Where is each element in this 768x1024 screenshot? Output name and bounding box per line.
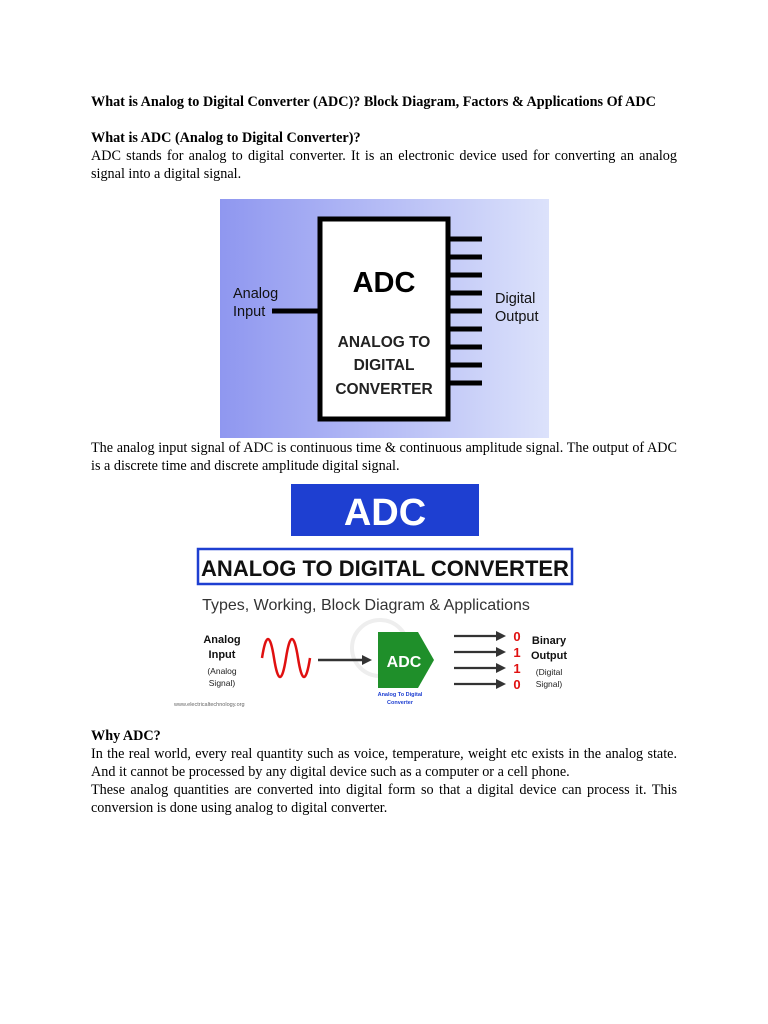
adc-banner-figure: ADC ANALOG TO DIGITAL CONVERTER Types, W… (172, 480, 592, 712)
adc-block-caption-line2: Converter (387, 700, 414, 706)
block-subtitle-line1: ANALOG TO (338, 334, 431, 351)
section-paragraph: ADC stands for analog to digital convert… (91, 148, 677, 182)
section-paragraph-why-1: In the real world, every real quantity s… (91, 746, 677, 780)
input-label-line1: Analog (233, 286, 278, 302)
output-arrows (454, 634, 498, 686)
output-note-line1: (Digital (536, 667, 563, 677)
banner-title: ADC (344, 492, 426, 534)
document-body: What is Analog to Digital Converter (ADC… (91, 93, 677, 183)
output-arrow-heads (496, 631, 506, 689)
output-label-line1: Digital (495, 291, 535, 307)
adc-block (317, 216, 451, 422)
section-heading-what-is-adc: What is ADC (Analog to Digital Converter… (91, 130, 361, 146)
output-bit-1: 0 (513, 629, 520, 644)
input-note-line2: Signal) (209, 678, 236, 688)
input-label-line2: Input (209, 649, 236, 661)
section-why-adc: Why ADC? In the real world, every real q… (91, 727, 677, 817)
banner-subtitle-box (196, 547, 574, 586)
analog-wave-icon (260, 637, 312, 679)
adc-block-label: ADC (387, 654, 422, 671)
adc-block-caption-line1: Analog To Digital (378, 692, 423, 698)
adc-green-block (378, 632, 434, 688)
section-paragraph-continuous: The analog input signal of ADC is contin… (91, 440, 677, 474)
input-label-line2: Input (233, 304, 265, 320)
output-label-line2: Output (495, 309, 539, 325)
output-label-line2: Output (531, 650, 567, 662)
output-bit-3: 1 (513, 661, 520, 676)
output-pins (448, 236, 482, 386)
section-paragraph-why-2: These analog quantities are converted in… (91, 782, 677, 816)
section-heading-why-adc: Why ADC? (91, 728, 161, 744)
adc-block-diagram: ADC ANALOG TO DIGITAL CONVERTER Analog I… (220, 199, 549, 438)
block-subtitle-line2: DIGITAL (354, 357, 415, 374)
input-note-line1: (Analog (207, 666, 237, 676)
watermark-url: www.electricaltechnology.org (173, 702, 245, 708)
banner-title-box (291, 484, 479, 536)
document-title: What is Analog to Digital Converter (ADC… (91, 94, 656, 110)
paragraph-adc-signal: The analog input signal of ADC is contin… (91, 439, 677, 475)
output-label-line1: Binary (532, 635, 567, 647)
block-subtitle-line3: CONVERTER (335, 381, 432, 398)
input-label-line1: Analog (203, 634, 240, 646)
banner-subtitle: ANALOG TO DIGITAL CONVERTER (201, 556, 569, 581)
output-bit-4: 0 (513, 677, 520, 692)
output-bit-2: 1 (513, 645, 520, 660)
banner-tagline: Types, Working, Block Diagram & Applicat… (202, 597, 530, 614)
arrow-head-icon (362, 655, 372, 665)
block-title: ADC (353, 267, 416, 299)
output-note-line2: Signal) (536, 679, 563, 689)
